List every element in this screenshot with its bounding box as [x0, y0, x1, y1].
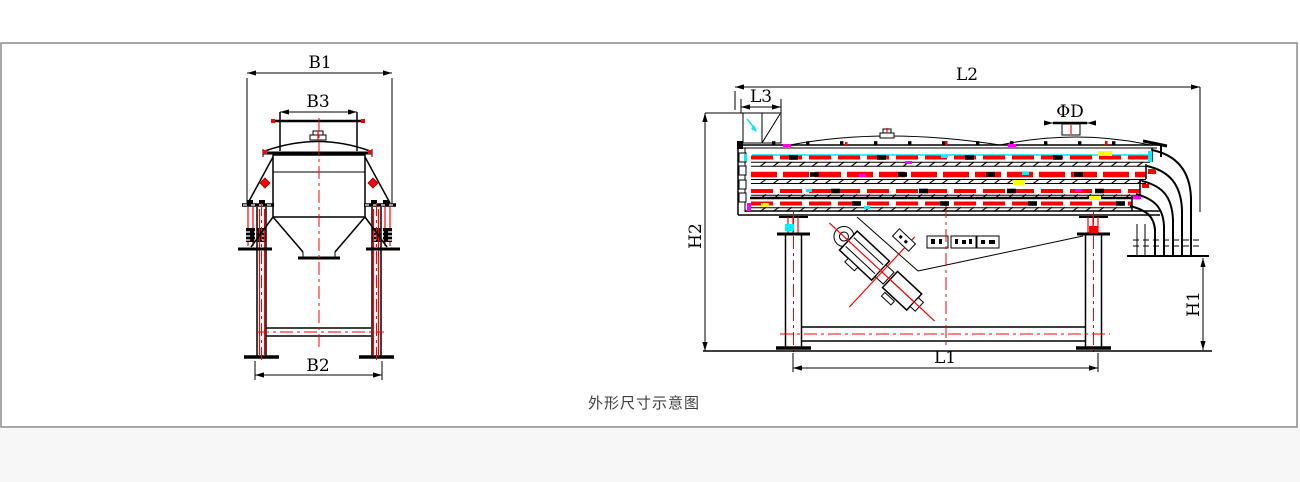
bolt-diamond-left — [259, 177, 271, 189]
front-view-dim-b1 — [246, 72, 393, 205]
dim-label-l2: L2 — [956, 65, 978, 85]
side-view-legs — [776, 212, 1111, 356]
side-view-dim-l2 — [734, 86, 1201, 212]
side-view-discharge-chutes — [1127, 139, 1209, 257]
front-view-hopper — [238, 216, 400, 260]
front-view-dome-lid — [262, 130, 373, 157]
feed-direction-arrow — [751, 125, 757, 132]
dim-label-h1: H1 — [1184, 291, 1204, 317]
drawing-caption: 外形尺寸示意图 — [588, 394, 700, 412]
front-view-dim-b3 — [279, 111, 358, 151]
bolt-diamond-right — [367, 177, 379, 189]
dim-label-l3: L3 — [750, 87, 772, 107]
side-view-body — [737, 128, 1160, 216]
front-view-dim-b2 — [254, 361, 383, 380]
below-frame-area — [0, 428, 1300, 482]
side-view-screen-decks — [750, 154, 1150, 209]
side-view-dim-h2 — [704, 112, 743, 351]
generated-decoration — [247, 70, 1206, 378]
side-view-cross-brace — [780, 326, 1110, 342]
side-view-dim-l1 — [792, 353, 1099, 372]
dim-label-b2: B2 — [306, 356, 329, 376]
front-view: B1 B3 B2 — [238, 53, 400, 380]
dim-label-l1: L1 — [934, 348, 956, 368]
dim-label-h2: H2 — [686, 223, 706, 249]
dim-label-b3: B3 — [306, 92, 329, 112]
vibration-motor — [828, 222, 936, 322]
motor-label-plate — [891, 228, 917, 252]
dim-label-b1: B1 — [308, 53, 331, 73]
side-view: L2 L3 ΦD H2 H1 L1 — [686, 65, 1212, 372]
nameplates — [926, 235, 1000, 249]
dim-label-phid: ΦD — [1056, 102, 1084, 122]
